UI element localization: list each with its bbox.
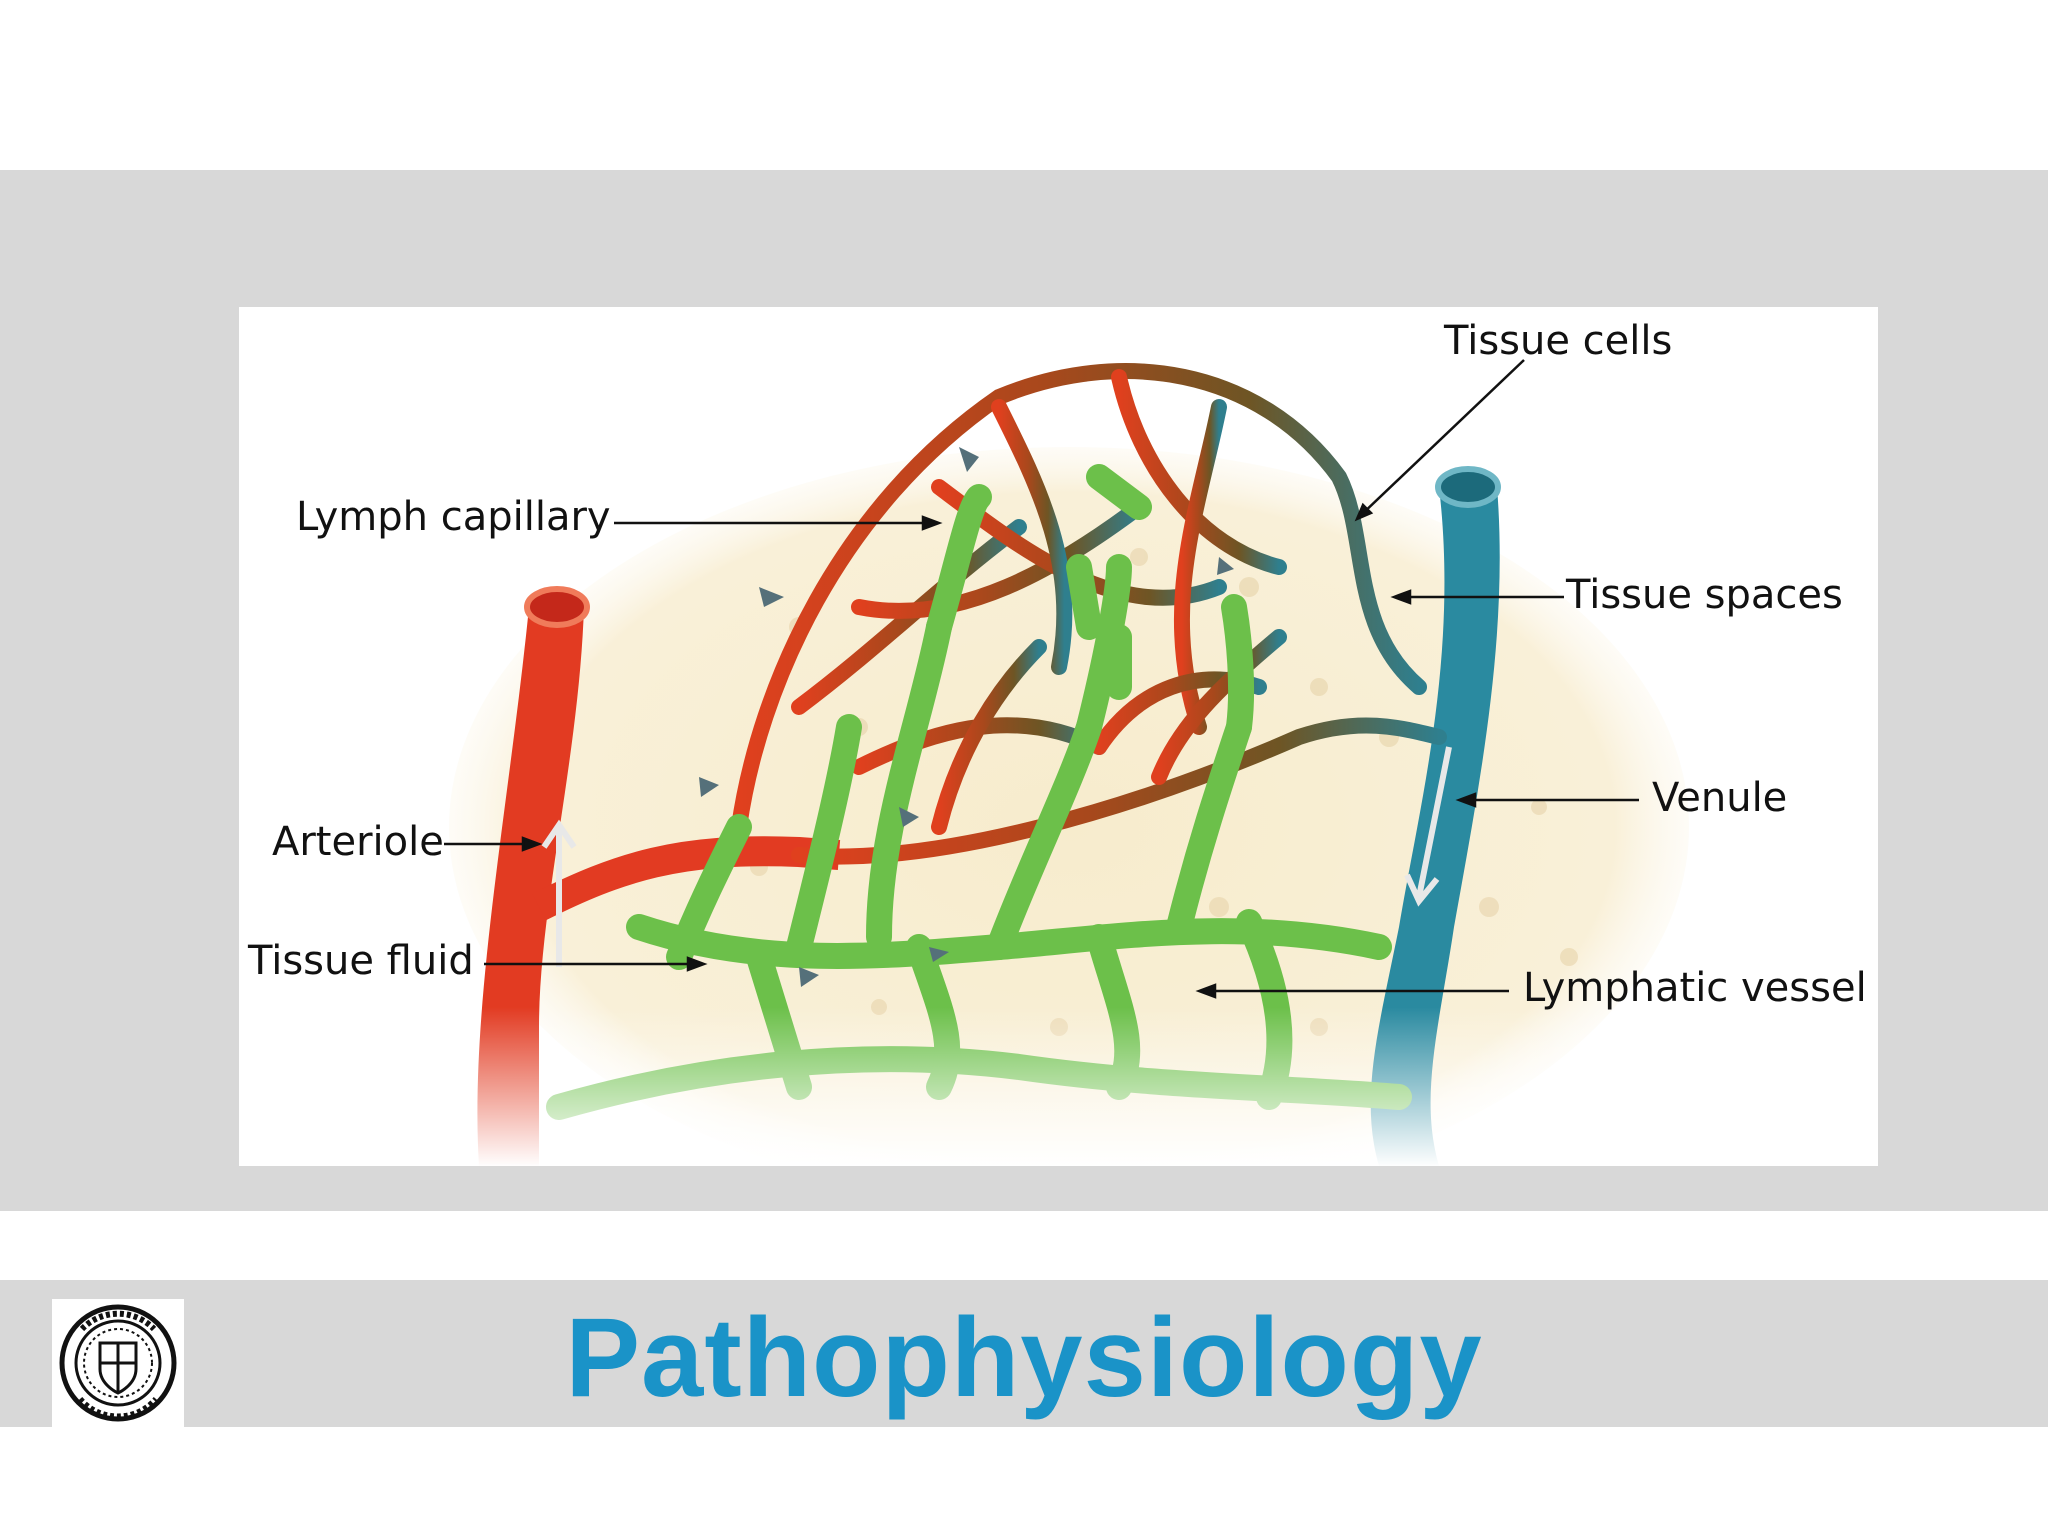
label-tissue-fluid: Tissue fluid [248,938,474,984]
arteriole-opening [524,586,590,628]
label-arteriole: Arteriole [272,819,444,865]
lymph-capillary-diagram: Tissue cells Lymph capillary Tissue spac… [239,307,1878,1166]
label-lymphatic-vessel: Lymphatic vessel [1523,965,1867,1011]
label-lymph-capillary: Lymph capillary [296,494,611,540]
flow-arrow [541,819,577,967]
fluid-flow-arrows [699,447,1234,987]
label-tissue-spaces: Tissue spaces [1566,572,1843,618]
university-seal-icon [52,1299,184,1427]
label-venule: Venule [1652,775,1788,821]
label-leader-lines [444,359,1639,999]
lymph-capillary-tips [1066,464,1152,700]
venule-opening [1435,466,1501,508]
diagram-artwork [239,359,1878,1166]
slide-title: Pathophysiology [565,1295,1483,1420]
title-band [0,1280,2048,1427]
arteriole-branch [532,836,841,921]
bottom-fade [239,1007,1878,1166]
label-tissue-cells: Tissue cells [1444,318,1673,364]
flow-arrow [1404,746,1452,907]
